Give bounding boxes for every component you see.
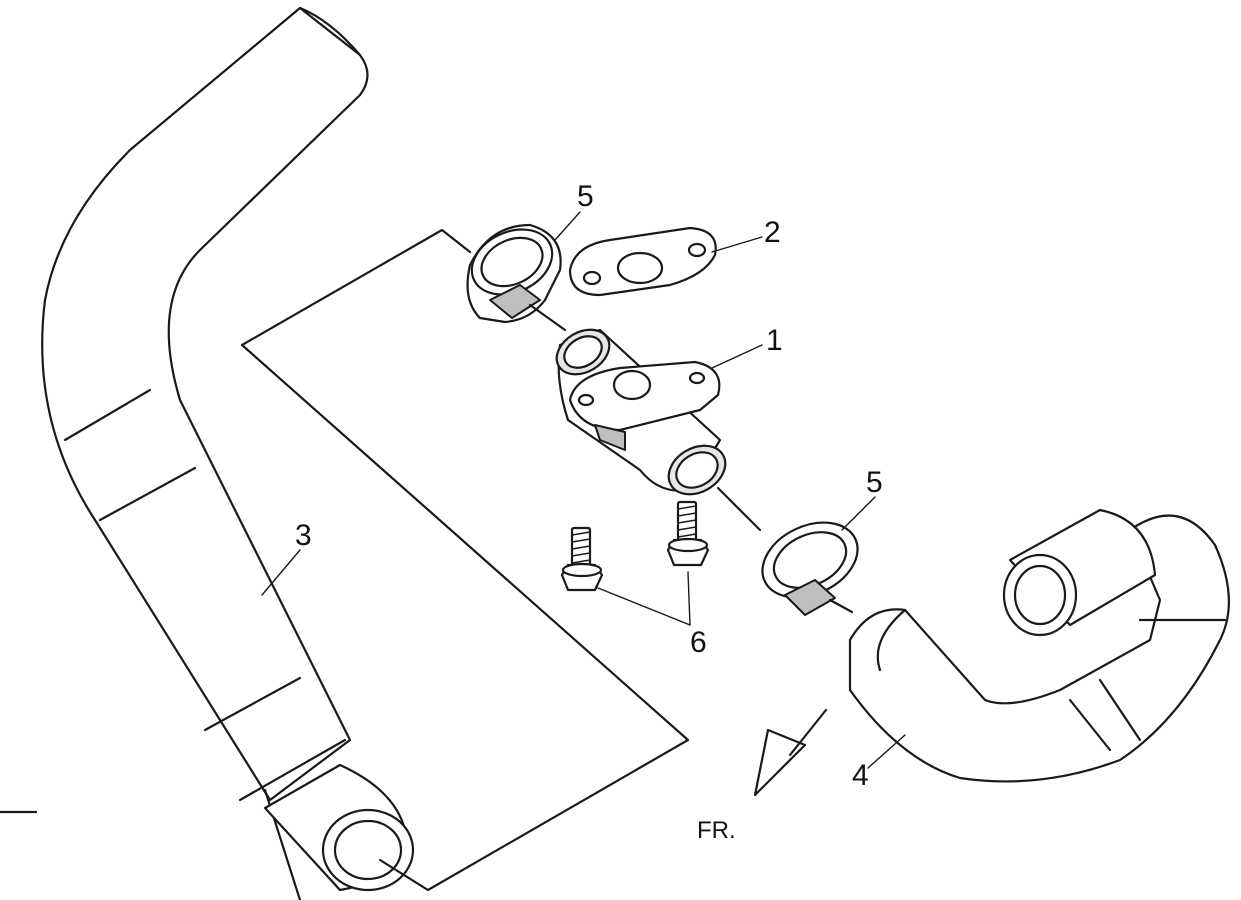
engine-outline — [240, 228, 690, 892]
callout-part-5-lower: 5 — [866, 466, 883, 499]
bolt-part-6-left — [560, 526, 604, 592]
bolt-part-6-right — [666, 500, 710, 567]
hose-clamp-part-5-upper — [466, 223, 567, 332]
callout-part-6: 6 — [690, 626, 707, 659]
leader-lines — [261, 211, 906, 769]
front-direction-label: FR. — [697, 817, 736, 844]
front-direction-arrow — [753, 708, 828, 797]
callout-part-4: 4 — [852, 759, 869, 792]
callout-part-3: 3 — [295, 519, 312, 552]
callout-part-5-upper: 5 — [577, 180, 594, 213]
joint-part-1 — [555, 328, 762, 532]
callout-part-2: 2 — [764, 216, 781, 249]
callout-part-1: 1 — [766, 324, 783, 357]
hose-part-3 — [41, 6, 415, 900]
hose-clamp-part-5-lower — [761, 521, 859, 616]
gasket-part-2 — [568, 226, 717, 297]
hose-part-4 — [848, 508, 1230, 783]
